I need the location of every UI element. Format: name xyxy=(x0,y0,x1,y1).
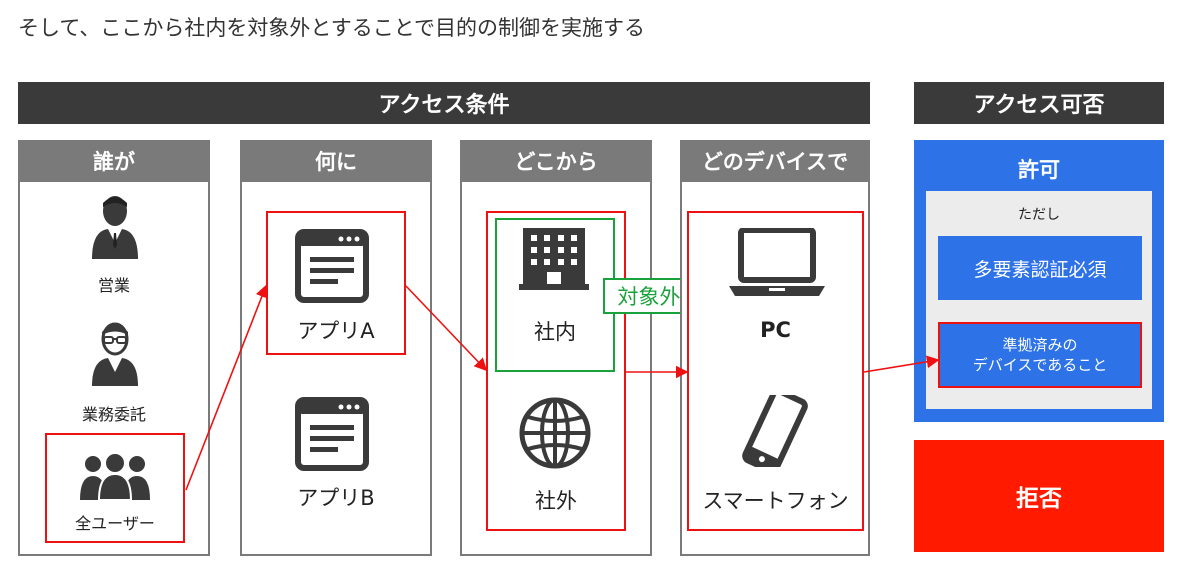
column-who-header: 誰が xyxy=(18,140,210,182)
allow-caveat: ただし xyxy=(1018,207,1060,223)
column-device-header: どのデバイスで xyxy=(680,140,870,182)
column-where-header: どこから xyxy=(460,140,652,182)
who-item-sales: 営業 xyxy=(97,276,130,295)
column-what-header: 何に xyxy=(240,140,432,182)
column-what xyxy=(240,140,432,556)
globe-icon xyxy=(519,397,591,469)
person-suit-icon xyxy=(92,196,138,259)
where-item-external: 社外 xyxy=(535,489,577,513)
mfa-required: 多要素認証必須 xyxy=(938,236,1142,300)
column-where xyxy=(460,140,652,556)
app-window-icon xyxy=(295,397,369,471)
arrow-what-to-where xyxy=(405,285,488,372)
access-conditions-header: アクセス条件 xyxy=(18,82,870,124)
what-app-a-highlight xyxy=(266,211,406,355)
compliant-device-line1: 準拠済みの xyxy=(1002,336,1078,354)
building-icon xyxy=(519,228,589,290)
who-item-contractor: 業務委託 xyxy=(81,405,146,424)
arrow-device-to-result xyxy=(863,355,940,373)
deny-panel: 拒否 xyxy=(914,440,1164,552)
group-icon xyxy=(80,452,150,500)
slide-title: そして、ここから社内を対象外とすることで目的の制御を実施する xyxy=(18,16,646,40)
app-window-icon xyxy=(295,229,369,303)
who-item-all-users: 全ユーザー xyxy=(75,514,155,533)
device-item-smartphone: スマートフォン xyxy=(702,489,849,513)
device-item-pc: PC xyxy=(760,318,791,342)
arrow-who-to-what xyxy=(185,284,268,491)
allow-label: 許可 xyxy=(1018,158,1060,182)
where-item-internal: 社内 xyxy=(534,320,576,344)
compliant-device-required: 準拠済みの デバイスであること xyxy=(938,322,1142,388)
deny-label: 拒否 xyxy=(1016,486,1062,512)
what-item-app-a: アプリA xyxy=(297,319,375,343)
who-all-users-highlight xyxy=(45,433,185,543)
excluded-label: 対象外 xyxy=(603,278,695,314)
person-glasses-icon xyxy=(92,322,138,386)
smartphone-icon xyxy=(742,395,808,467)
compliant-device-line2: デバイスであること xyxy=(972,356,1108,374)
laptop-icon xyxy=(729,228,825,296)
what-item-app-b: アプリB xyxy=(297,486,375,510)
mfa-required-label: 多要素認証必須 xyxy=(973,258,1107,281)
access-result-header: アクセス可否 xyxy=(914,82,1164,124)
